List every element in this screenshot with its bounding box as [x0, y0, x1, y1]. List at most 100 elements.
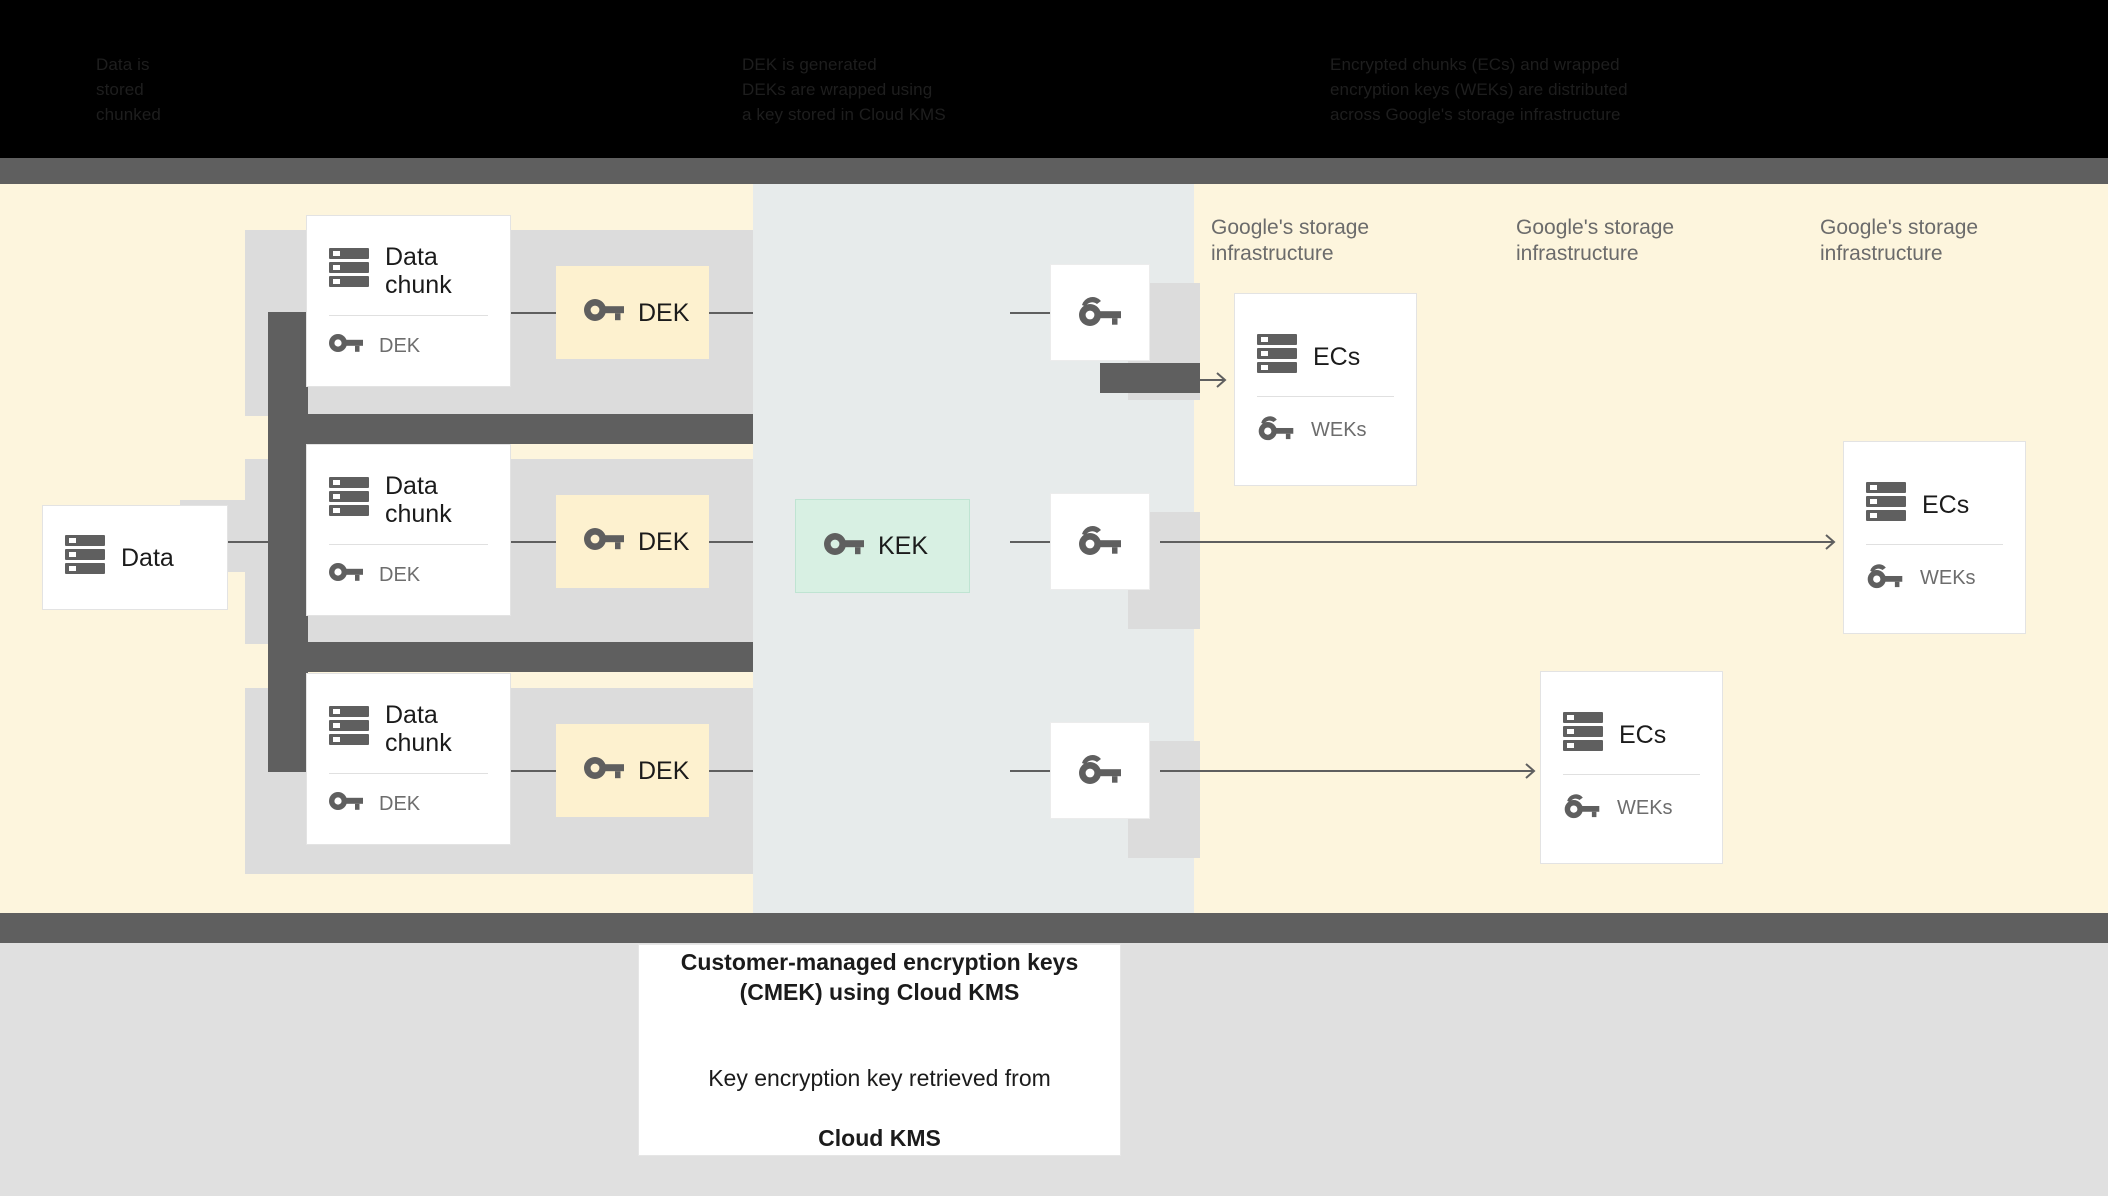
- connector-dek3-lane: [709, 770, 753, 772]
- card-data-chunk-2[interactable]: Data chunk DEK: [306, 444, 511, 616]
- caption-title: Customer-managed encryption keys (CMEK) …: [680, 949, 1079, 1005]
- chip-dek-2[interactable]: DEK: [556, 495, 709, 588]
- card-data-source-label: Data: [121, 543, 174, 572]
- server-stack-icon: [1257, 333, 1297, 380]
- connector-chunk1-dek1: [511, 312, 556, 314]
- caption-subtitle-line1: Key encryption key retrieved from: [708, 1065, 1051, 1091]
- card-ecs-2-row: ECs: [1844, 481, 2025, 528]
- card-ecs-2-label: ECs: [1922, 490, 1970, 519]
- caption-subtitle-line2: Cloud KMS: [818, 1125, 941, 1151]
- wrapped-key-icon: [1563, 791, 1601, 824]
- card-chunk-2-divider: [329, 543, 488, 545]
- header-column-1: Data is stored chunked: [96, 55, 161, 124]
- arrow-to-ec-2: [1160, 534, 1836, 550]
- card-chunk-2-label: Data chunk: [385, 471, 452, 528]
- card-data-source-row: Data: [43, 534, 227, 581]
- card-data-chunk-1[interactable]: Data chunk DEK: [306, 215, 511, 387]
- card-ecs-1-row: ECs: [1235, 333, 1416, 380]
- spine-to-ec-1: [1100, 363, 1200, 393]
- card-chunk-1-divider: [329, 314, 488, 316]
- card-ecs-3-row: ECs: [1541, 711, 1722, 758]
- server-stack-icon: [1563, 711, 1603, 758]
- card-ecs-2[interactable]: ECs WEKs: [1843, 441, 2026, 634]
- card-ecs-3-divider: [1563, 774, 1700, 775]
- chip-dek-1-label: DEK: [638, 298, 690, 327]
- connector-source-to-spine: [228, 541, 298, 543]
- key-icon: [584, 297, 624, 328]
- key-icon: [584, 755, 624, 786]
- key-icon: [329, 790, 363, 817]
- card-chunk-1-row: Data chunk: [307, 243, 510, 299]
- header-band: Data is stored chunked DEK is generated …: [0, 0, 2108, 158]
- connector-to-wek-1: [1010, 312, 1050, 314]
- card-chunk-3-footer: DEK: [307, 790, 510, 818]
- card-chunk-2-footer-label: DEK: [379, 563, 421, 586]
- caption-subtitle: Key encryption key retrieved from Cloud …: [708, 1033, 1051, 1153]
- card-ecs-3-label: ECs: [1619, 720, 1667, 749]
- branch-arm-1: [268, 414, 753, 444]
- wrapped-key-icon: [1077, 293, 1123, 332]
- header-column-3: Encrypted chunks (ECs) and wrapped encry…: [1330, 55, 1628, 124]
- card-ecs-1-label: ECs: [1313, 342, 1361, 371]
- wrapped-key-icon: [1077, 751, 1123, 790]
- card-ecs-1-footer-label: WEKs: [1311, 418, 1367, 441]
- card-ecs-1-footer: WEKs: [1235, 413, 1416, 446]
- storage-caption-1: Google's storage infrastructure: [1211, 216, 1370, 265]
- card-data-source[interactable]: Data: [42, 505, 228, 610]
- key-icon: [329, 332, 363, 359]
- connector-dek2-lane: [709, 541, 753, 543]
- server-stack-icon: [1866, 481, 1906, 528]
- card-wrapped-key-1[interactable]: [1050, 264, 1150, 361]
- key-icon: [824, 531, 864, 562]
- card-chunk-2-row: Data chunk: [307, 472, 510, 528]
- wrapped-key-icon: [1866, 561, 1904, 594]
- branch-arm-2: [268, 642, 753, 672]
- frame-top-bar: [0, 158, 2108, 184]
- chip-kek-label: KEK: [878, 532, 929, 560]
- chip-dek-1[interactable]: DEK: [556, 266, 709, 359]
- storage-caption-3: Google's storage infrastructure: [1820, 216, 1979, 265]
- key-icon: [584, 526, 624, 557]
- arrow-to-ec-3: [1160, 763, 1536, 779]
- header-column-2: DEK is generated DEKs are wrapped using …: [742, 55, 946, 124]
- key-icon: [329, 561, 363, 588]
- chip-dek-3[interactable]: DEK: [556, 724, 709, 817]
- card-data-chunk-3[interactable]: Data chunk DEK: [306, 673, 511, 845]
- chip-dek-2-label: DEK: [638, 527, 690, 556]
- card-ecs-1-divider: [1257, 396, 1394, 397]
- arrow-to-ec-1: [1190, 372, 1227, 388]
- server-stack-icon: [65, 534, 105, 581]
- card-ecs-2-divider: [1866, 544, 2003, 545]
- card-ecs-3-footer: WEKs: [1541, 791, 1722, 824]
- wrapped-key-icon: [1077, 522, 1123, 561]
- storage-caption-2: Google's storage infrastructure: [1516, 216, 1675, 265]
- card-chunk-2-footer: DEK: [307, 561, 510, 589]
- frame-bottom-bar: [0, 913, 2108, 943]
- card-chunk-1-footer: DEK: [307, 332, 510, 360]
- connector-to-wek-3: [1010, 770, 1050, 772]
- card-chunk-3-label: Data chunk: [385, 700, 452, 757]
- connector-kek-to-wek-2: [1010, 541, 1050, 543]
- server-stack-icon: [329, 705, 369, 752]
- card-ecs-1[interactable]: ECs WEKs: [1234, 293, 1417, 486]
- card-ecs-3[interactable]: ECs WEKs: [1540, 671, 1723, 864]
- server-stack-icon: [329, 247, 369, 294]
- card-chunk-1-label: Data chunk: [385, 242, 452, 299]
- card-ecs-3-footer-label: WEKs: [1617, 796, 1673, 819]
- connector-chunk2-dek2: [511, 541, 556, 543]
- card-chunk-3-row: Data chunk: [307, 701, 510, 757]
- card-wrapped-key-2[interactable]: [1050, 493, 1150, 590]
- chip-dek-3-label: DEK: [638, 756, 690, 785]
- card-ecs-2-footer: WEKs: [1844, 561, 2025, 594]
- connector-chunk3-dek3: [511, 770, 556, 772]
- card-wrapped-key-3[interactable]: [1050, 722, 1150, 819]
- card-chunk-3-footer-label: DEK: [379, 792, 421, 815]
- card-chunk-3-divider: [329, 772, 488, 774]
- server-stack-icon: [329, 476, 369, 523]
- chip-kek[interactable]: KEK: [795, 499, 970, 593]
- wrapped-key-icon: [1257, 413, 1295, 446]
- caption-card: Customer-managed encryption keys (CMEK) …: [638, 944, 1121, 1156]
- connector-dek1-lane: [709, 312, 753, 314]
- card-ecs-2-footer-label: WEKs: [1920, 566, 1976, 589]
